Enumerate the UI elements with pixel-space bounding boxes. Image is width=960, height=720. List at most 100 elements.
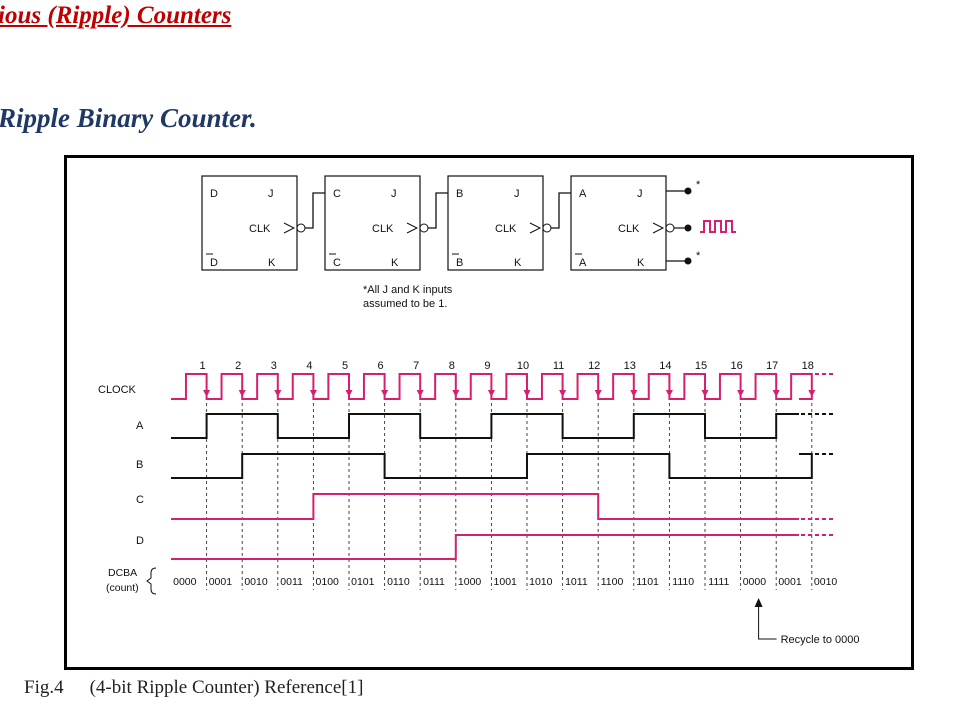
- caption-label: Fig.4: [24, 677, 64, 698]
- waveform-trace: [171, 453, 813, 479]
- count-value: 0010: [244, 576, 268, 588]
- clk-edge-triangle: [529, 222, 542, 234]
- count-value: 0111: [423, 576, 445, 588]
- falling-edge-arrow-icon: [808, 390, 816, 397]
- flipflop-a: A J A K CLK: [551, 175, 675, 271]
- pulse-number-label: 15: [695, 360, 707, 372]
- flipflop-k-label: K: [637, 257, 645, 269]
- count-value: 0011: [280, 576, 303, 588]
- caption-text: (4-bit Ripple Counter) Reference[1]: [89, 677, 364, 698]
- flipflop-box: [324, 175, 421, 271]
- note-line-2: assumed to be 1.: [363, 298, 447, 310]
- count-value: 0000: [743, 576, 767, 588]
- count-value: 1110: [672, 576, 694, 588]
- flipflop-qbar-label: C: [333, 257, 341, 269]
- count-value: 1000: [458, 576, 482, 588]
- falling-edge-arrow-icon: [559, 390, 567, 397]
- flipflop-qbar-label: D: [210, 257, 218, 269]
- note-line-1: *All J and K inputs: [363, 284, 453, 296]
- flipflop-clk-label: CLK: [495, 223, 517, 235]
- pulse-number-label: 12: [588, 360, 600, 372]
- pulse-number-label: 13: [624, 360, 636, 372]
- ripple-connection-wire: [428, 192, 448, 229]
- flipflop-box: [201, 175, 298, 271]
- flipflop-qbar-label: B: [456, 257, 463, 269]
- flipflop-j-label: J: [637, 188, 643, 200]
- clk-inversion-bubble: [419, 223, 429, 233]
- count-value: 1011: [565, 576, 588, 588]
- pulse-number-label: 7: [413, 360, 419, 372]
- recycle-label: Recycle to 0000: [781, 634, 860, 646]
- count-value: 1010: [529, 576, 553, 588]
- clk-inversion-bubble: [296, 223, 306, 233]
- clock-pulse-icon: [700, 220, 736, 233]
- count-value: 1101: [636, 576, 659, 588]
- figure-caption: Fig.4 (4-bit Ripple Counter) Reference[1]: [24, 677, 363, 699]
- pulse-number-label: 8: [449, 360, 455, 372]
- clock-input-terminal: [684, 224, 692, 232]
- flipflop-b: B J B K CLK: [428, 175, 552, 271]
- waveform-trace: [171, 534, 799, 560]
- flipflop-clk-label: CLK: [249, 223, 271, 235]
- falling-edge-arrow-icon: [487, 390, 495, 397]
- flipflop-q-label: A: [579, 188, 587, 200]
- falling-edge-arrow-icon: [203, 390, 211, 397]
- count-value: 0101: [351, 576, 375, 588]
- waveform-c: C: [136, 493, 835, 520]
- count-value: 0000: [173, 576, 197, 588]
- count-label-count: (count): [106, 582, 139, 594]
- falling-edge-arrow-icon: [381, 390, 389, 397]
- waveform-label: CLOCK: [98, 384, 137, 396]
- falling-edge-arrow-icon: [630, 390, 638, 397]
- falling-edge-arrow-icon: [238, 390, 246, 397]
- flipflop-clk-label: CLK: [372, 223, 394, 235]
- falling-edge-arrow-icon: [452, 390, 460, 397]
- pulse-number-label: 17: [766, 360, 778, 372]
- flipflop-j-label: J: [391, 188, 397, 200]
- falling-edge-arrow-icon: [523, 390, 531, 397]
- flipflop-k-label: K: [514, 257, 522, 269]
- pulse-number-label: 11: [553, 360, 564, 372]
- flipflop-clk-label: CLK: [618, 223, 640, 235]
- falling-edge-arrow-icon: [416, 390, 424, 397]
- count-label-dcba: DCBA: [108, 567, 137, 579]
- falling-edge-arrow-icon: [737, 390, 745, 397]
- pulse-number-label: 3: [271, 360, 277, 372]
- waveform-label: D: [136, 535, 144, 547]
- waveform-label: B: [136, 459, 143, 471]
- count-value: 0010: [814, 576, 838, 588]
- pulse-number-label: 1: [200, 360, 206, 372]
- input-terminals: **: [666, 179, 736, 265]
- flipflop-box: [447, 175, 544, 271]
- waveform-label: C: [136, 494, 144, 506]
- clk-edge-triangle: [652, 222, 665, 234]
- flipflop-q-label: B: [456, 188, 463, 200]
- count-value: 1001: [494, 576, 518, 588]
- flipflop-j-label: J: [514, 188, 520, 200]
- waveform-d: D: [136, 534, 835, 560]
- falling-edge-arrow-icon: [345, 390, 353, 397]
- ripple-connection-wire: [551, 192, 571, 229]
- clk-inversion-bubble: [665, 223, 675, 233]
- pulse-number-label: 16: [730, 360, 742, 372]
- count-value: 1111: [708, 576, 729, 588]
- pulse-number-label: 2: [235, 360, 241, 372]
- clk-inversion-bubble: [542, 223, 552, 233]
- k-input-terminal: [684, 257, 692, 265]
- count-value: 0001: [778, 576, 802, 588]
- recycle-leader-line: [758, 607, 777, 640]
- waveform-trace: [171, 373, 813, 400]
- flipflop-qbar-label: A: [579, 257, 587, 269]
- page-title: ious (Ripple) Counters: [0, 2, 232, 29]
- pulse-number-label: 4: [306, 360, 312, 372]
- pulse-number-label: 10: [517, 360, 529, 372]
- j-input-star: *: [696, 179, 701, 191]
- count-value: 0100: [316, 576, 340, 588]
- clk-edge-triangle: [283, 222, 296, 234]
- waveform-trace: [171, 493, 799, 520]
- ripple-connection-wire: [305, 192, 325, 229]
- falling-edge-arrow-icon: [594, 390, 602, 397]
